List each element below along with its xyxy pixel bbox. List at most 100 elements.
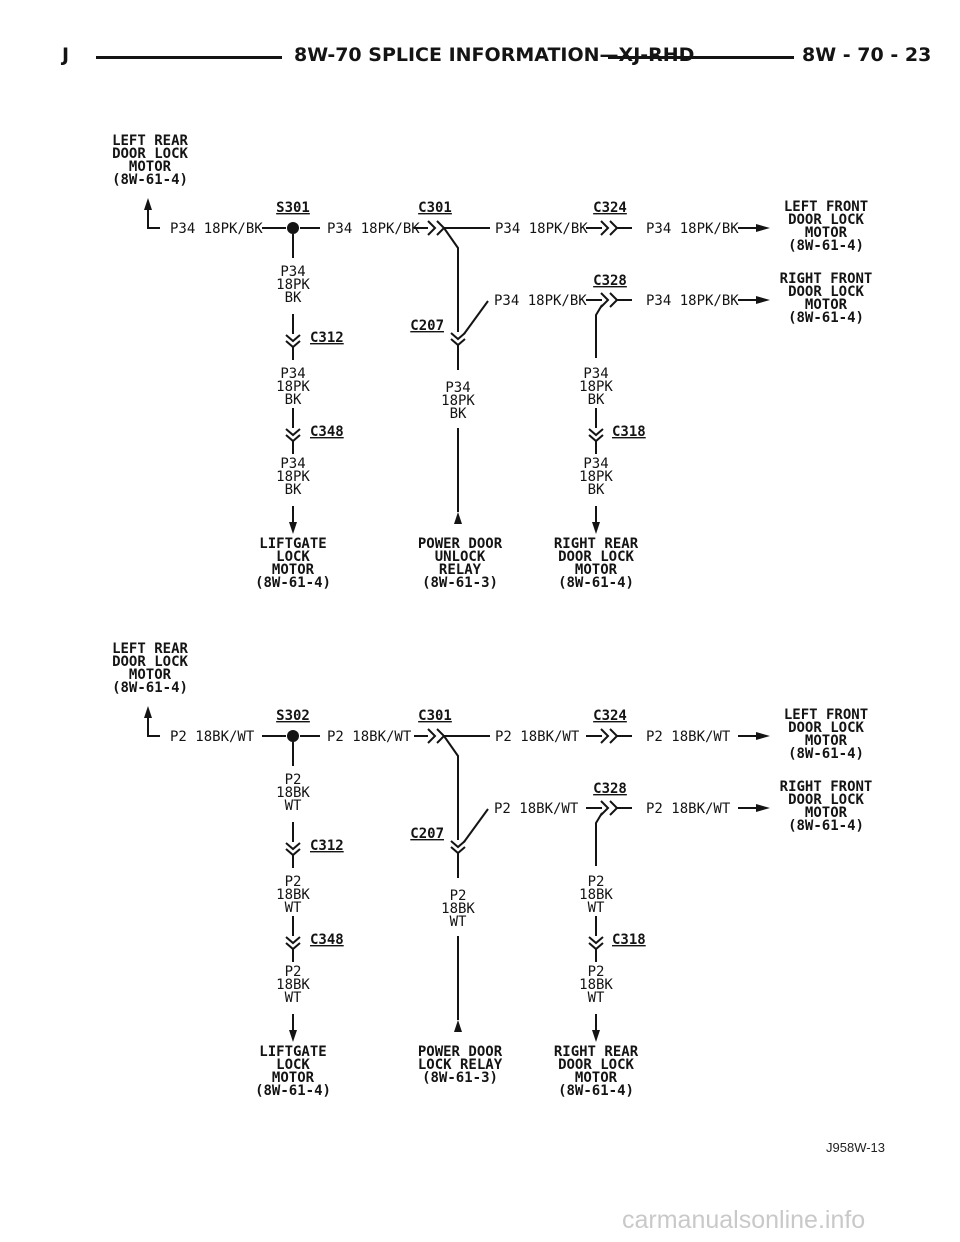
wire-stack-label: BK [450,406,467,422]
header-rule-left [96,56,282,59]
wire-stack-label: BK [285,392,302,408]
right-rear-motor-label: DOOR LOCK [558,549,634,565]
right-front-motor-label: RIGHT FRONT [780,779,873,795]
wire-stack-label: P2 [285,964,302,980]
wire-label: P34 18PK/BK [170,221,263,237]
wire-stack-label: BK [588,392,605,408]
right-front-motor-label: MOTOR [805,297,848,313]
connector-id: C318 [612,424,646,440]
connector-symbol [600,800,610,816]
right-rear-motor-label: RIGHT REAR [554,536,639,552]
right-front-motor-label: (8W-61-4) [788,310,864,326]
left-front-motor-label: MOTOR [805,733,848,749]
wire-stack-label: WT [588,990,605,1006]
arrowhead [592,1030,600,1042]
wire-stack-label: 18BK [276,785,310,801]
left-front-motor-label: DOOR LOCK [788,212,864,228]
liftgate-motor-label: LIFTGATE [259,536,326,552]
connector-id: C301 [418,708,452,724]
wire-label: P2 18BK/WT [646,729,731,745]
wire-stack-label: 18PK [276,277,310,293]
wire-label: P34 18PK/BK [327,221,420,237]
wire [463,300,489,335]
wire-stack-label: 18BK [276,977,310,993]
arrowhead [289,522,297,534]
wire-stack-label: 18BK [441,901,475,917]
right-rear-motor-label: RIGHT REAR [554,1044,639,1060]
wire-label: P34 18PK/BK [646,221,739,237]
left-front-motor-label: DOOR LOCK [788,720,864,736]
wire [595,812,603,866]
connector-symbol [285,936,301,945]
left-rear-motor-label: DOOR LOCK [112,654,188,670]
connector-symbol [436,728,446,744]
left-rear-motor-label: MOTOR [129,159,172,175]
wire-stack-label: 18PK [441,393,475,409]
header-page-number: 8W - 70 - 23 [802,44,932,66]
left-rear-motor-label: DOOR LOCK [112,146,188,162]
connector-id: C207 [410,318,444,334]
wire-stack-label: BK [588,482,605,498]
wire [595,304,603,358]
liftgate-motor-label: LOCK [276,1057,310,1073]
right-front-motor-label: RIGHT FRONT [780,271,873,287]
liftgate-motor-label: MOTOR [272,562,315,578]
connector-symbol [609,728,619,744]
connector-symbol [609,220,619,236]
wire-label: P2 18BK/WT [170,729,255,745]
wire-stack-label: WT [450,914,467,930]
wire-label: P34 18PK/BK [646,293,739,309]
connector-id: C312 [310,838,344,854]
connector-symbol [609,800,619,816]
connector-id: C324 [593,200,627,216]
wire-stack-label: WT [588,900,605,916]
wire-label: P34 18PK/BK [495,221,588,237]
wire-stack-label: 18PK [579,379,613,395]
liftgate-motor-label: (8W-61-4) [255,575,331,591]
connector-symbol [436,220,446,236]
arrowhead [289,1030,297,1042]
connector-id: C328 [593,781,627,797]
splice-id: S302 [276,708,310,724]
wire-label: P2 18BK/WT [494,801,579,817]
right-front-motor-label: DOOR LOCK [788,284,864,300]
connector-id: C312 [310,330,344,346]
liftgate-motor-label: LIFTGATE [259,1044,326,1060]
right-rear-motor-label: MOTOR [575,1070,618,1086]
wire-stack-label: WT [285,798,302,814]
connector-symbol [427,220,437,236]
right-front-motor-label: (8W-61-4) [788,818,864,834]
wire-stack-label: 18BK [579,977,613,993]
relay-label: UNLOCK [435,549,486,565]
wire-stack-label: P2 [450,888,467,904]
connector-id: C301 [418,200,452,216]
wire-label: P2 18BK/WT [327,729,412,745]
arrowhead [454,512,462,524]
wire-stack-label: 18PK [579,469,613,485]
wire-stack-label: P34 [280,366,305,382]
header-title: 8W-70 SPLICE INFORMATION—XJ-RHD [294,44,695,66]
connector-symbol [600,728,610,744]
left-front-motor-label: LEFT FRONT [784,199,868,215]
left-rear-motor-label: (8W-61-4) [112,172,188,188]
connector-symbol [285,334,301,343]
liftgate-motor-label: MOTOR [272,1070,315,1086]
connector-symbol [588,936,604,945]
wire-stack-label: P34 [445,380,470,396]
left-front-motor-label: MOTOR [805,225,848,241]
header-section-letter: J [62,44,70,66]
connector-id: C324 [593,708,627,724]
right-rear-motor-label: (8W-61-4) [558,575,634,591]
left-rear-motor-label: (8W-61-4) [112,680,188,696]
wire [443,227,459,312]
arrowhead [756,732,770,740]
wire-stack-label: BK [285,290,302,306]
right-rear-motor-label: MOTOR [575,562,618,578]
relay-label: POWER DOOR [418,536,503,552]
wire-stack-label: WT [285,990,302,1006]
wire-stack-label: P2 [285,874,302,890]
wire-stack-label: P2 [285,772,302,788]
relay-label: RELAY [439,562,482,578]
wire [443,735,459,820]
